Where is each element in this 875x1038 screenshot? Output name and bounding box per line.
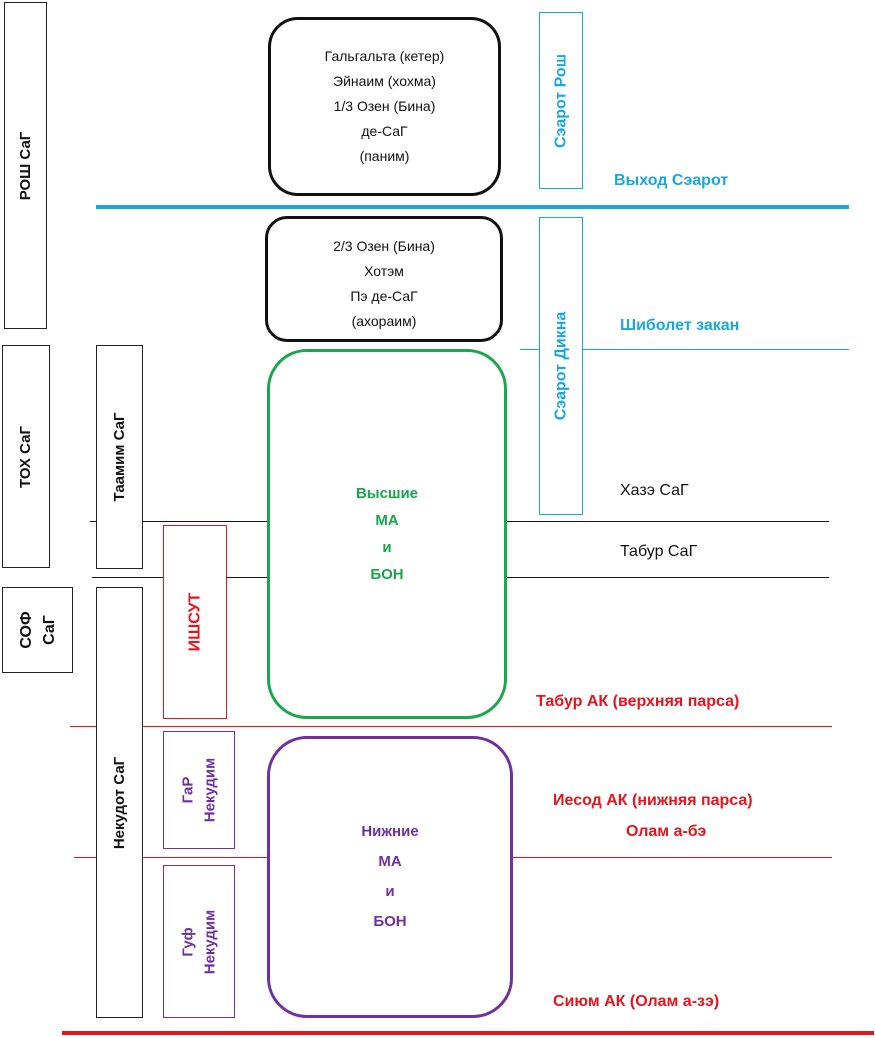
tabur-sag-label: Табур СаГ xyxy=(620,543,698,560)
rosh-content-line: (паним) xyxy=(359,148,410,164)
second-content-line: Хотэм xyxy=(364,263,404,279)
guf-nekudim-box: Гуф Некудим xyxy=(163,865,235,1018)
rosh-content-line: Эйнаим (хохма) xyxy=(333,73,436,89)
gar-nekudim-line1: ГаР xyxy=(179,776,197,804)
upper-ma-bon-box: Высшие МА и БОН xyxy=(267,349,507,719)
haze-sag-label: Хазэ СаГ xyxy=(620,482,689,499)
rosh-content-line: де-СаГ xyxy=(361,123,408,139)
siyum-ak-label: Сиюм АК (Олам а-зэ) xyxy=(553,993,720,1010)
lower-ma-bon-line: МА xyxy=(378,853,402,870)
second-content-box: 2/3 Озен (Бина) Хотэм Пэ де-СаГ (ахораим… xyxy=(265,216,503,342)
lower-ma-bon-line: и xyxy=(385,883,395,900)
ishsut-label: ИШСУТ xyxy=(186,592,204,652)
rosh-content-box: Гальгальта (кетер) Эйнаим (хохма) 1/3 Оз… xyxy=(268,17,501,196)
guf-nekudim-line2: Некудим xyxy=(201,909,218,974)
tabur-ak-label: Табур АК (верхняя парса) xyxy=(536,693,740,710)
olam-abe-label: Олам а-бэ xyxy=(626,823,707,840)
rosh-content-line: 1/3 Озен (Бина) xyxy=(333,98,436,114)
toh-sag-box: ТОХ СаГ xyxy=(2,345,50,568)
taamim-sag-box: Таамим СаГ xyxy=(96,345,143,569)
rosh-sag-label: РОШ СаГ xyxy=(16,131,34,200)
rosh-sag-box: РОШ СаГ xyxy=(4,2,47,329)
upper-ma-bon-line: БОН xyxy=(370,566,404,583)
nekudot-sag-label: Некудот СаГ xyxy=(110,756,128,849)
lower-ma-bon-line: БОН xyxy=(373,913,407,930)
ishsut-box: ИШСУТ xyxy=(163,525,227,719)
second-content-line: Пэ де-СаГ xyxy=(350,288,418,304)
toh-sag-label: ТОХ СаГ xyxy=(17,425,35,488)
sof-sag-box: СОФ СаГ xyxy=(2,587,73,673)
gar-nekudim-box: ГаР Некудим xyxy=(163,731,235,849)
searot-dikna-label: Сэарот Дикна xyxy=(552,311,570,421)
lower-ma-bon-box: Нижние МА и БОН xyxy=(267,736,513,1018)
taamim-sag-label: Таамим СаГ xyxy=(110,412,128,502)
exit-searot-label: Выход Сэарот xyxy=(614,172,729,189)
gar-nekudim-line2: Некудим xyxy=(201,757,218,823)
second-content-line: 2/3 Озен (Бина) xyxy=(333,238,435,254)
siyum-ak-line xyxy=(62,1031,874,1035)
yesod-ak-label: Иесод АК (нижняя парса) xyxy=(553,792,753,809)
sof-sag-line1: СОФ xyxy=(17,611,35,649)
shibolet-line xyxy=(520,349,849,350)
upper-ma-bon-line: МА xyxy=(375,512,399,529)
upper-ma-bon-line: и xyxy=(382,539,392,556)
searot-rosh-label: Сэарот Рош xyxy=(552,53,570,148)
rosh-content-line: Гальгальта (кетер) xyxy=(324,48,445,64)
shibolet-label: Шиболет закан xyxy=(620,317,740,334)
guf-nekudim-line1: Гуф xyxy=(179,926,197,957)
sof-sag-label: СОФ СаГ xyxy=(14,611,60,648)
sof-sag-line2: СаГ xyxy=(40,615,58,645)
lower-ma-bon-line: Нижние xyxy=(361,823,419,840)
upper-ma-bon-line: Высшие xyxy=(355,485,419,502)
searot-rosh-box: Сэарот Рош xyxy=(539,12,583,189)
guf-nekudim-label: Гуф Некудим xyxy=(177,909,221,974)
second-content-line: (ахораим) xyxy=(351,313,417,329)
searot-dikna-box: Сэарот Дикна xyxy=(539,217,583,515)
nekudot-sag-box: Некудот СаГ xyxy=(96,587,143,1018)
exit-searot-line xyxy=(96,205,849,209)
gar-nekudim-label: ГаР Некудим xyxy=(177,758,221,823)
tabur-ak-line xyxy=(70,726,832,727)
